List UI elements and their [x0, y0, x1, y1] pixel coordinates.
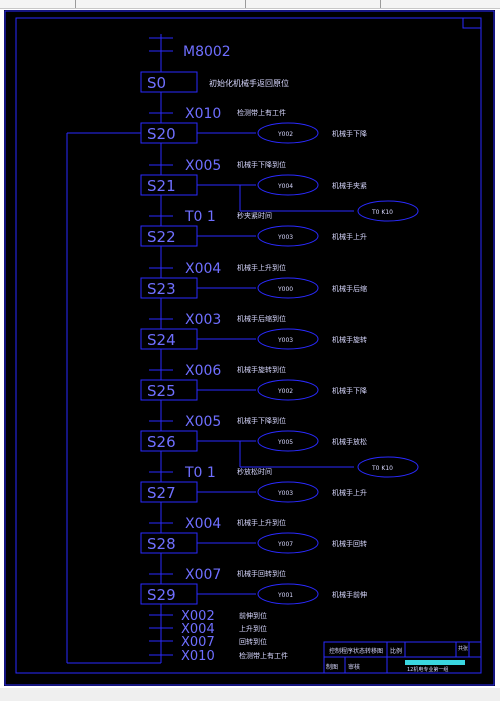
- title-block: 控制程序状态转移图 比例 共张 制图 审核 12机电专业第一组: [323, 641, 482, 674]
- output-coil-s21-label: Y004: [277, 183, 293, 190]
- output-coil-s23: [257, 277, 319, 299]
- title-block-title: 控制程序状态转移图: [329, 647, 383, 655]
- corner-mark: [462, 17, 482, 29]
- return-cond-0-label: X002: [181, 609, 215, 624]
- output-coil-s25: [257, 379, 319, 401]
- timer-coil-s26: [357, 456, 419, 478]
- title-block-sheets: 共张: [458, 645, 468, 652]
- output-coil-s20-label: Y002: [277, 131, 293, 138]
- output-coil-s27-label: Y003: [277, 490, 293, 497]
- output-s25-comment: 机械手下降: [332, 386, 367, 395]
- cond-s26-comment: 机械手下降到位: [237, 416, 286, 425]
- output-s26-comment: 机械手放松: [332, 437, 367, 446]
- cond-s24-label: X003: [185, 312, 221, 328]
- cond-s22-label: T0 1: [184, 209, 216, 225]
- output-coil-s29-label: Y001: [277, 592, 293, 599]
- cond-s20-label: X010: [185, 106, 221, 122]
- output-coil-s24-label: Y003: [277, 337, 293, 344]
- step-s26-label: S26: [147, 433, 176, 451]
- return-cond-2-comment: 回转到位: [239, 637, 267, 646]
- cond-s29-label: X007: [185, 567, 221, 583]
- return-cond-3-comment: 检测带上有工件: [239, 651, 288, 660]
- return-cond-1-comment: 上升到位: [239, 624, 267, 633]
- output-s27-comment: 机械手上升: [332, 488, 367, 497]
- cond-s20-comment: 检测带上有工件: [237, 108, 286, 117]
- inner-border: [15, 17, 482, 674]
- cond-s25-label: X006: [185, 363, 221, 379]
- outer-border: [4, 10, 495, 686]
- output-coil-s26-label: Y005: [277, 439, 293, 446]
- output-coil-s26: [257, 430, 319, 452]
- output-coil-s21: [257, 174, 319, 196]
- output-s21-comment: 机械手夹紧: [332, 181, 367, 190]
- init-contact-label: M8002: [183, 44, 231, 60]
- cond-s29-comment: 机械手回转到位: [237, 569, 286, 578]
- viewer-bottom-strip: [0, 688, 500, 701]
- output-coil-s27: [257, 481, 319, 503]
- viewer-top-strip: [0, 0, 500, 9]
- cond-s27-comment: 秒放松时间: [237, 467, 272, 476]
- step-s23-label: S23: [147, 280, 176, 298]
- output-coil-s20: [257, 122, 319, 144]
- output-coil-s22: [257, 225, 319, 247]
- output-s24-comment: 机械手旋转: [332, 335, 367, 344]
- output-coil-s25-label: Y002: [277, 388, 293, 395]
- title-block-checked: 审核: [348, 663, 360, 671]
- return-cond-2-label: X007: [181, 635, 215, 650]
- return-cond-0-comment: 前伸到位: [239, 611, 267, 620]
- step-s0-label: S0: [147, 74, 166, 92]
- step-s28-label: S28: [147, 535, 176, 553]
- cond-s21-label: X005: [185, 158, 221, 174]
- output-s23-comment: 机械手后缩: [332, 284, 367, 293]
- step-s22-label: S22: [147, 228, 176, 246]
- return-cond-1-label: X004: [181, 622, 215, 637]
- output-s29-comment: 机械手前伸: [332, 590, 367, 599]
- cond-s23-label: X004: [185, 261, 221, 277]
- cond-s24-comment: 机械手后缩到位: [237, 314, 286, 323]
- return-cond-3-label: X010: [181, 649, 215, 664]
- timer-coil-s21-label: T0 K10: [371, 209, 393, 216]
- step-s0-box: [140, 71, 198, 93]
- cond-s23-comment: 机械手上升到位: [237, 263, 286, 272]
- title-block-drawn: 制图: [326, 663, 338, 671]
- cond-s22-comment: 秒夹紧时间: [237, 211, 272, 220]
- output-s22-comment: 机械手上升: [332, 232, 367, 241]
- output-coil-s22-label: Y003: [277, 234, 293, 241]
- step-s27-label: S27: [147, 484, 176, 502]
- cond-s26-label: X005: [185, 414, 221, 430]
- cond-s21-comment: 机械手下降到位: [237, 160, 286, 169]
- output-coil-s23-label: Y000: [277, 286, 293, 293]
- timer-coil-s26-label: T0 K10: [371, 465, 393, 472]
- title-block-scale: 比例: [390, 647, 402, 655]
- cond-s28-label: X004: [185, 516, 221, 532]
- step-s0-comment: 初始化机械手返回原位: [209, 78, 289, 88]
- title-block-drawing-no: 12机电专业第一组: [407, 666, 448, 673]
- timer-coil-s21: [357, 200, 419, 222]
- step-s25-label: S25: [147, 382, 176, 400]
- cond-s25-comment: 机械手旋转到位: [237, 365, 286, 374]
- step-s21-label: S21: [147, 177, 176, 195]
- title-block-band: [405, 660, 465, 665]
- output-coil-s28: [257, 532, 319, 554]
- output-coil-s29: [257, 583, 319, 605]
- output-coil-s28-label: Y007: [277, 541, 293, 548]
- output-s20-comment: 机械手下降: [332, 129, 367, 138]
- cond-s27-label: T0 1: [184, 465, 216, 481]
- cond-s28-comment: 机械手上升到位: [237, 518, 286, 527]
- step-s24-label: S24: [147, 331, 176, 349]
- output-s28-comment: 机械手回转: [332, 539, 367, 548]
- output-coil-s24: [257, 328, 319, 350]
- step-s29-label: S29: [147, 586, 176, 604]
- step-s20-label: S20: [147, 125, 176, 143]
